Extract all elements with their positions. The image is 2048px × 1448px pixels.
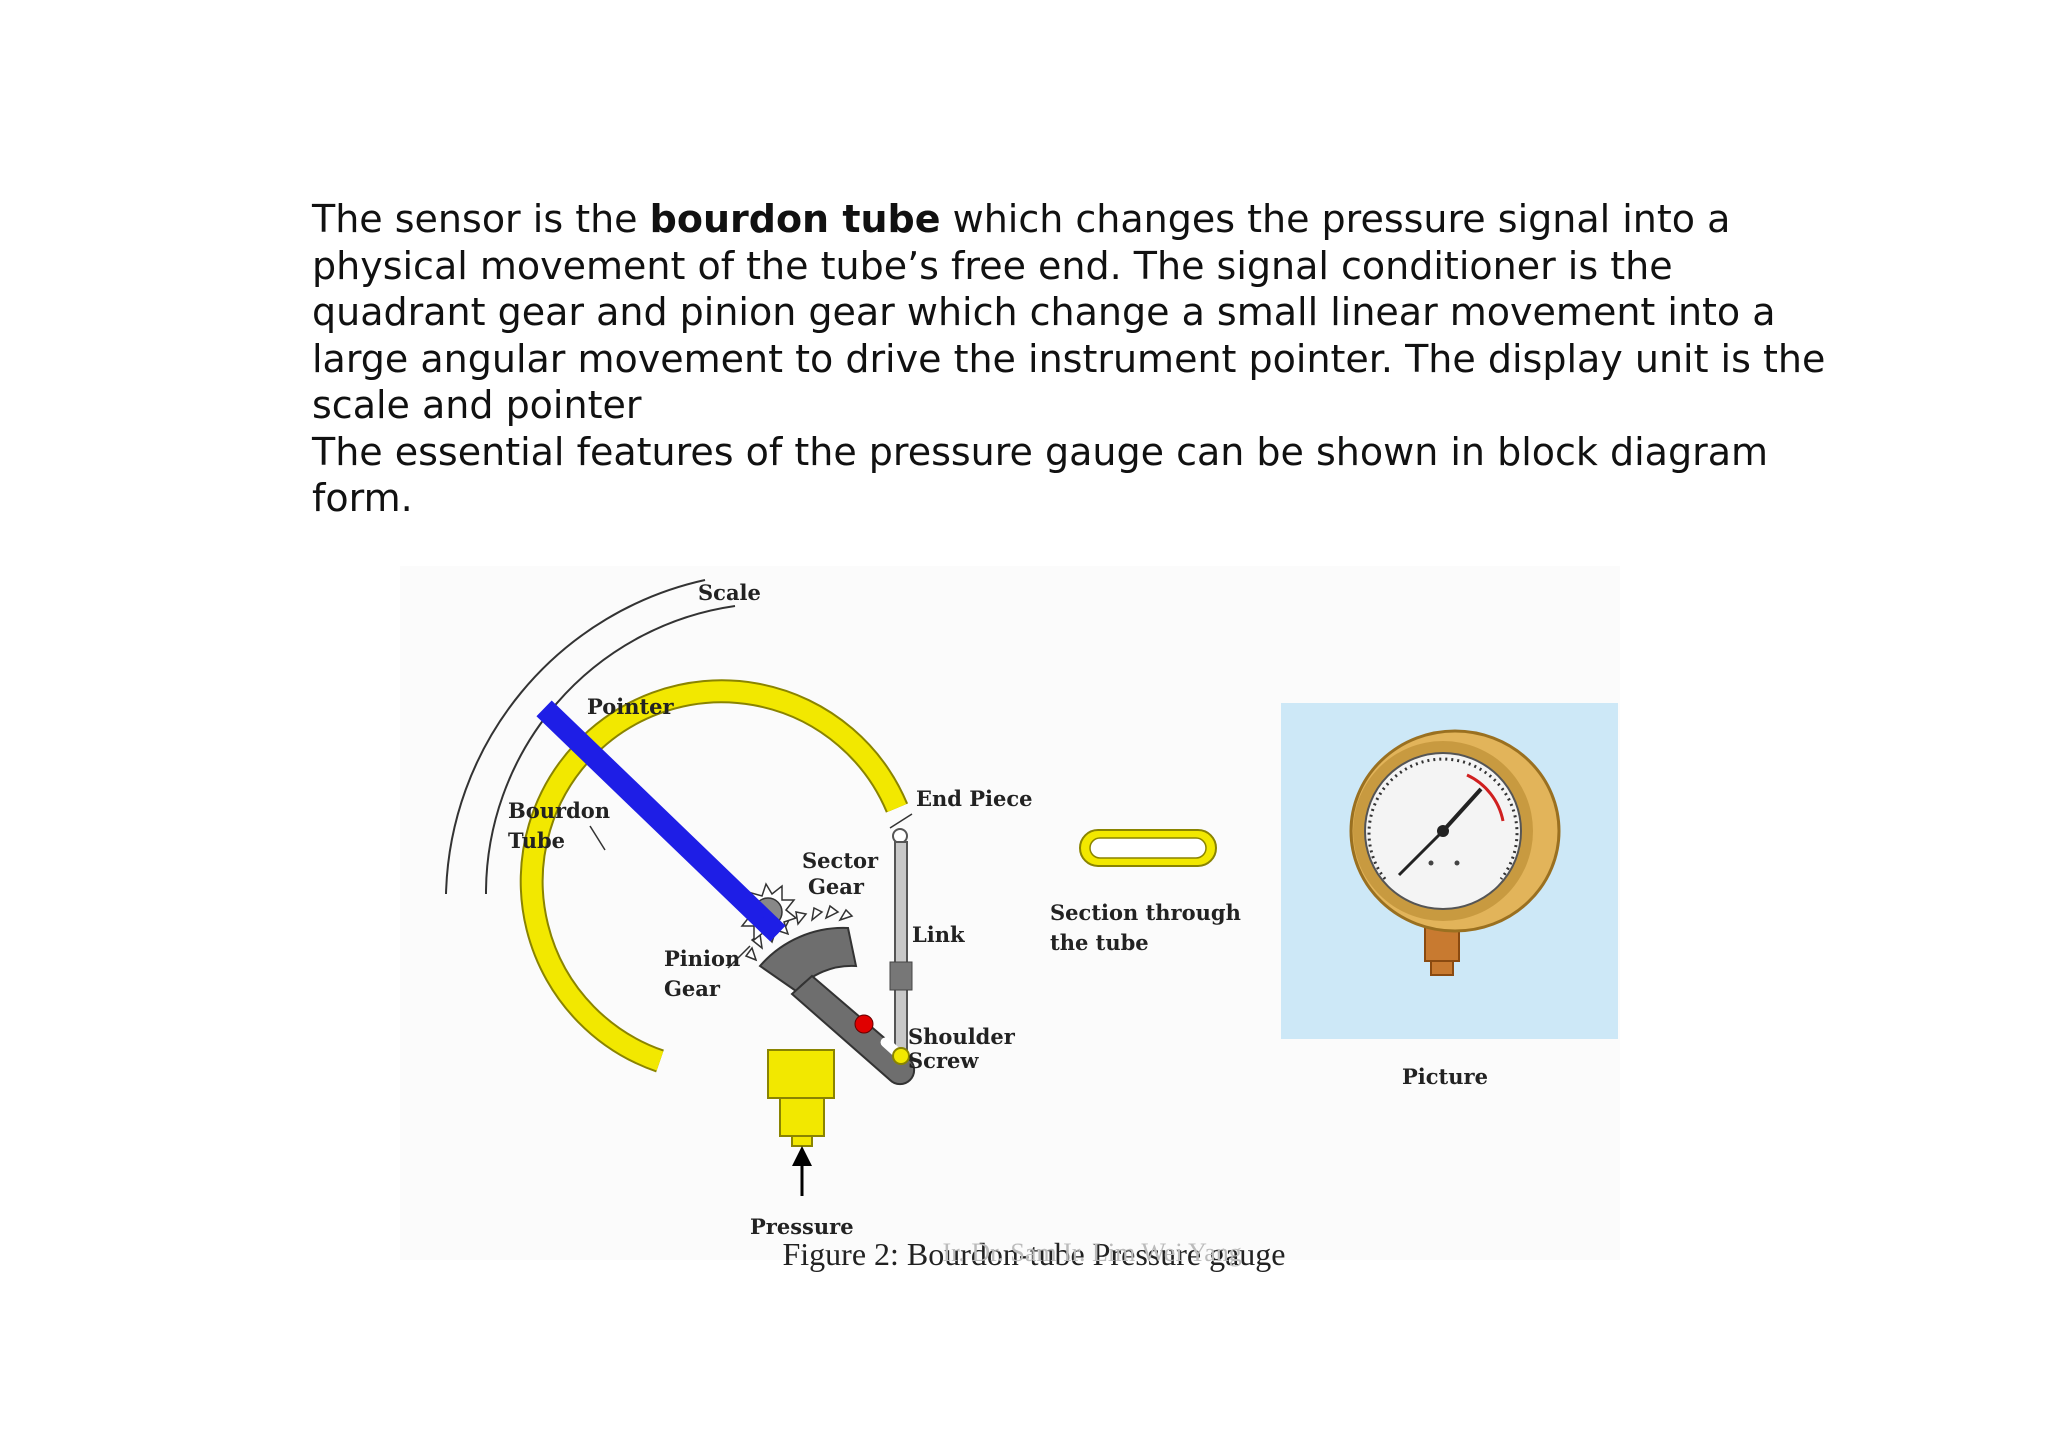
paragraph-2: The essential features of the pressure g… [312, 429, 1769, 521]
label-sector-2: Gear [808, 874, 865, 899]
watermark: Ir. Dr. Sam Ir. Lim Wei Yang [942, 1238, 1242, 1267]
label-section-2: the tube [1050, 930, 1149, 955]
scale-arc-outer [445, 579, 706, 895]
label-bourdon-1: Bourdon [508, 798, 610, 823]
pointer-needle [536, 700, 786, 942]
socket-tip [791, 1135, 813, 1147]
label-picture: Picture [1402, 1064, 1488, 1089]
label-link: Link [912, 922, 965, 947]
label-scale: Scale [698, 580, 761, 605]
paragraph-1: The sensor is the bourdon tube which cha… [312, 197, 1826, 427]
label-section-1: Section through [1050, 900, 1241, 925]
sector-arm [790, 974, 916, 1086]
label-shoulder-2: Screw [908, 1048, 979, 1073]
figure-caption-row: Figure 2: Bourdon-tube Pressure gauge Ir… [0, 1236, 2048, 1273]
gauge-photo-drawing [1349, 729, 1561, 976]
link-block [889, 961, 913, 991]
figure-caption: Figure 2: Bourdon-tube Pressure gauge Ir… [782, 1236, 1286, 1272]
bold-term: bourdon tube [649, 197, 941, 241]
socket-block [767, 1049, 835, 1099]
gauge-diagram: Scale Pointer Bourdon Tube End Piece Sec… [445, 579, 1488, 1239]
label-end-piece: End Piece [916, 786, 1033, 811]
shoulder-screw [892, 1047, 910, 1065]
socket-thread [779, 1097, 825, 1137]
label-sector-1: Sector [802, 848, 879, 873]
pressure-arrowhead [792, 1146, 812, 1166]
scale-arc-inner [484, 605, 736, 895]
label-pressure: Pressure [750, 1214, 854, 1239]
label-pinion-2: Gear [664, 976, 721, 1001]
red-pivot [854, 1014, 874, 1034]
body-text: The sensor is the bourdon tube which cha… [312, 196, 1832, 522]
label-bourdon-2: Tube [508, 828, 565, 853]
link-rod [894, 841, 908, 1059]
end-piece-pivot [892, 828, 908, 844]
tube-section-hollow [1089, 837, 1207, 859]
gauge-photo [1281, 703, 1618, 1039]
leader-lines [589, 813, 913, 969]
label-shoulder-1: Shoulder [908, 1024, 1016, 1049]
label-pointer: Pointer [587, 694, 675, 719]
pointer-hub [759, 915, 781, 937]
label-pinion-1: Pinion [664, 946, 740, 971]
